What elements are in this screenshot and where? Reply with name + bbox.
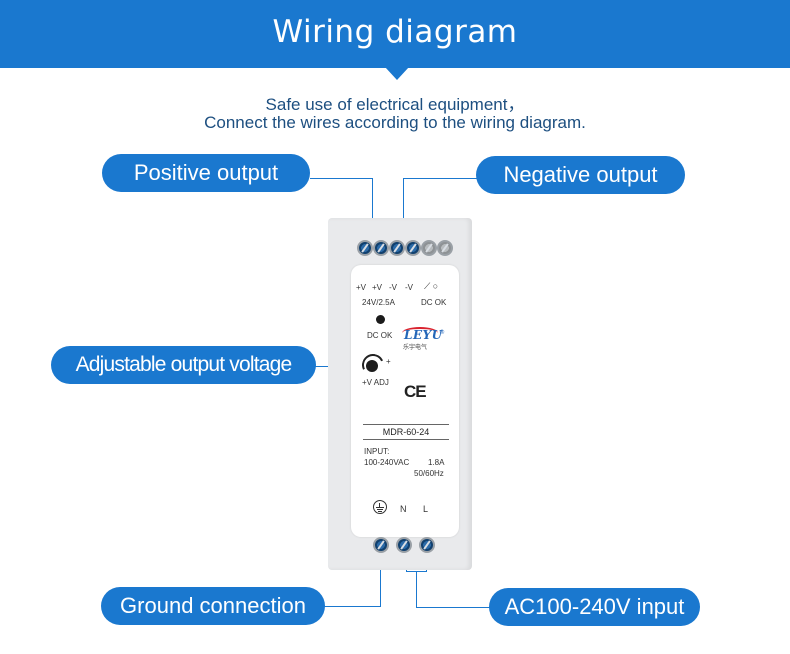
page-title: Wiring diagram	[272, 14, 518, 50]
terminal-neutral	[396, 537, 412, 553]
rating-label: 24V/2.5A	[362, 298, 395, 307]
terminal-negative-1	[389, 240, 405, 256]
input-current: 1.8A	[428, 458, 445, 467]
terminal-negative-2	[405, 240, 421, 256]
connector-negative-h	[403, 178, 478, 179]
dc-ok-led	[376, 315, 385, 324]
terminal-dcok-1	[421, 240, 437, 256]
brand-chinese-name: 乐宇电气	[403, 344, 428, 351]
switch-symbol: ⟋ ○	[424, 281, 439, 291]
connector-positive-v	[372, 178, 373, 220]
registered-mark: ®	[439, 329, 445, 336]
terminal-ground	[373, 537, 389, 553]
header-banner: Wiring diagram	[0, 0, 790, 68]
dc-ok-led-label: DC OK	[367, 331, 393, 340]
input-voltage: 100-240VAC	[364, 458, 410, 467]
terminal-label-neg-2: -V	[405, 283, 413, 292]
callout-negative-output: Negative output	[476, 156, 685, 194]
device-label-panel	[351, 265, 459, 537]
adjust-plus: +	[386, 357, 391, 366]
connector-ac-v	[416, 571, 417, 608]
terminal-positive-2	[373, 240, 389, 256]
terminal-positive-1	[357, 240, 373, 256]
terminal-label-pos-1: +V	[356, 283, 367, 292]
connector-ac-h	[416, 607, 491, 608]
dc-ok-label-right: DC OK	[421, 298, 447, 307]
connector-ground-v	[380, 548, 381, 607]
adjust-label: +V ADJ	[362, 378, 389, 387]
connector-positive-h	[310, 178, 373, 179]
model-number: MDR-60-24	[363, 424, 449, 440]
terminal-label-neg-1: -V	[389, 283, 397, 292]
ground-symbol-icon	[373, 500, 387, 514]
ce-mark: CE	[404, 382, 427, 401]
callout-positive-output: Positive output	[102, 154, 310, 192]
subtitle-line-2: Connect the wires according to the wirin…	[204, 113, 586, 132]
brand-logo: LEYU	[404, 328, 443, 342]
header-pointer-arrow	[385, 67, 409, 80]
connector-negative-v	[403, 178, 404, 220]
callout-ground-connection: Ground connection	[101, 587, 325, 625]
subtitle-line-1: Safe use of electrical equipment，	[265, 95, 525, 114]
callout-ac-input: AC100-240V input	[489, 588, 700, 626]
terminal-dcok-2	[437, 240, 453, 256]
connector-ground-h	[324, 606, 381, 607]
callout-adjustable-voltage: Adjustable output voltage	[51, 346, 316, 384]
neutral-label: N	[400, 504, 407, 514]
terminal-line	[419, 537, 435, 553]
terminal-label-pos-2: +V	[372, 283, 383, 292]
input-frequency: 50/60Hz	[414, 469, 444, 478]
brand-logo-swoosh	[402, 327, 438, 339]
input-label: INPUT:	[364, 447, 390, 456]
voltage-adjust-knob	[366, 360, 378, 372]
line-label: L	[423, 504, 429, 514]
